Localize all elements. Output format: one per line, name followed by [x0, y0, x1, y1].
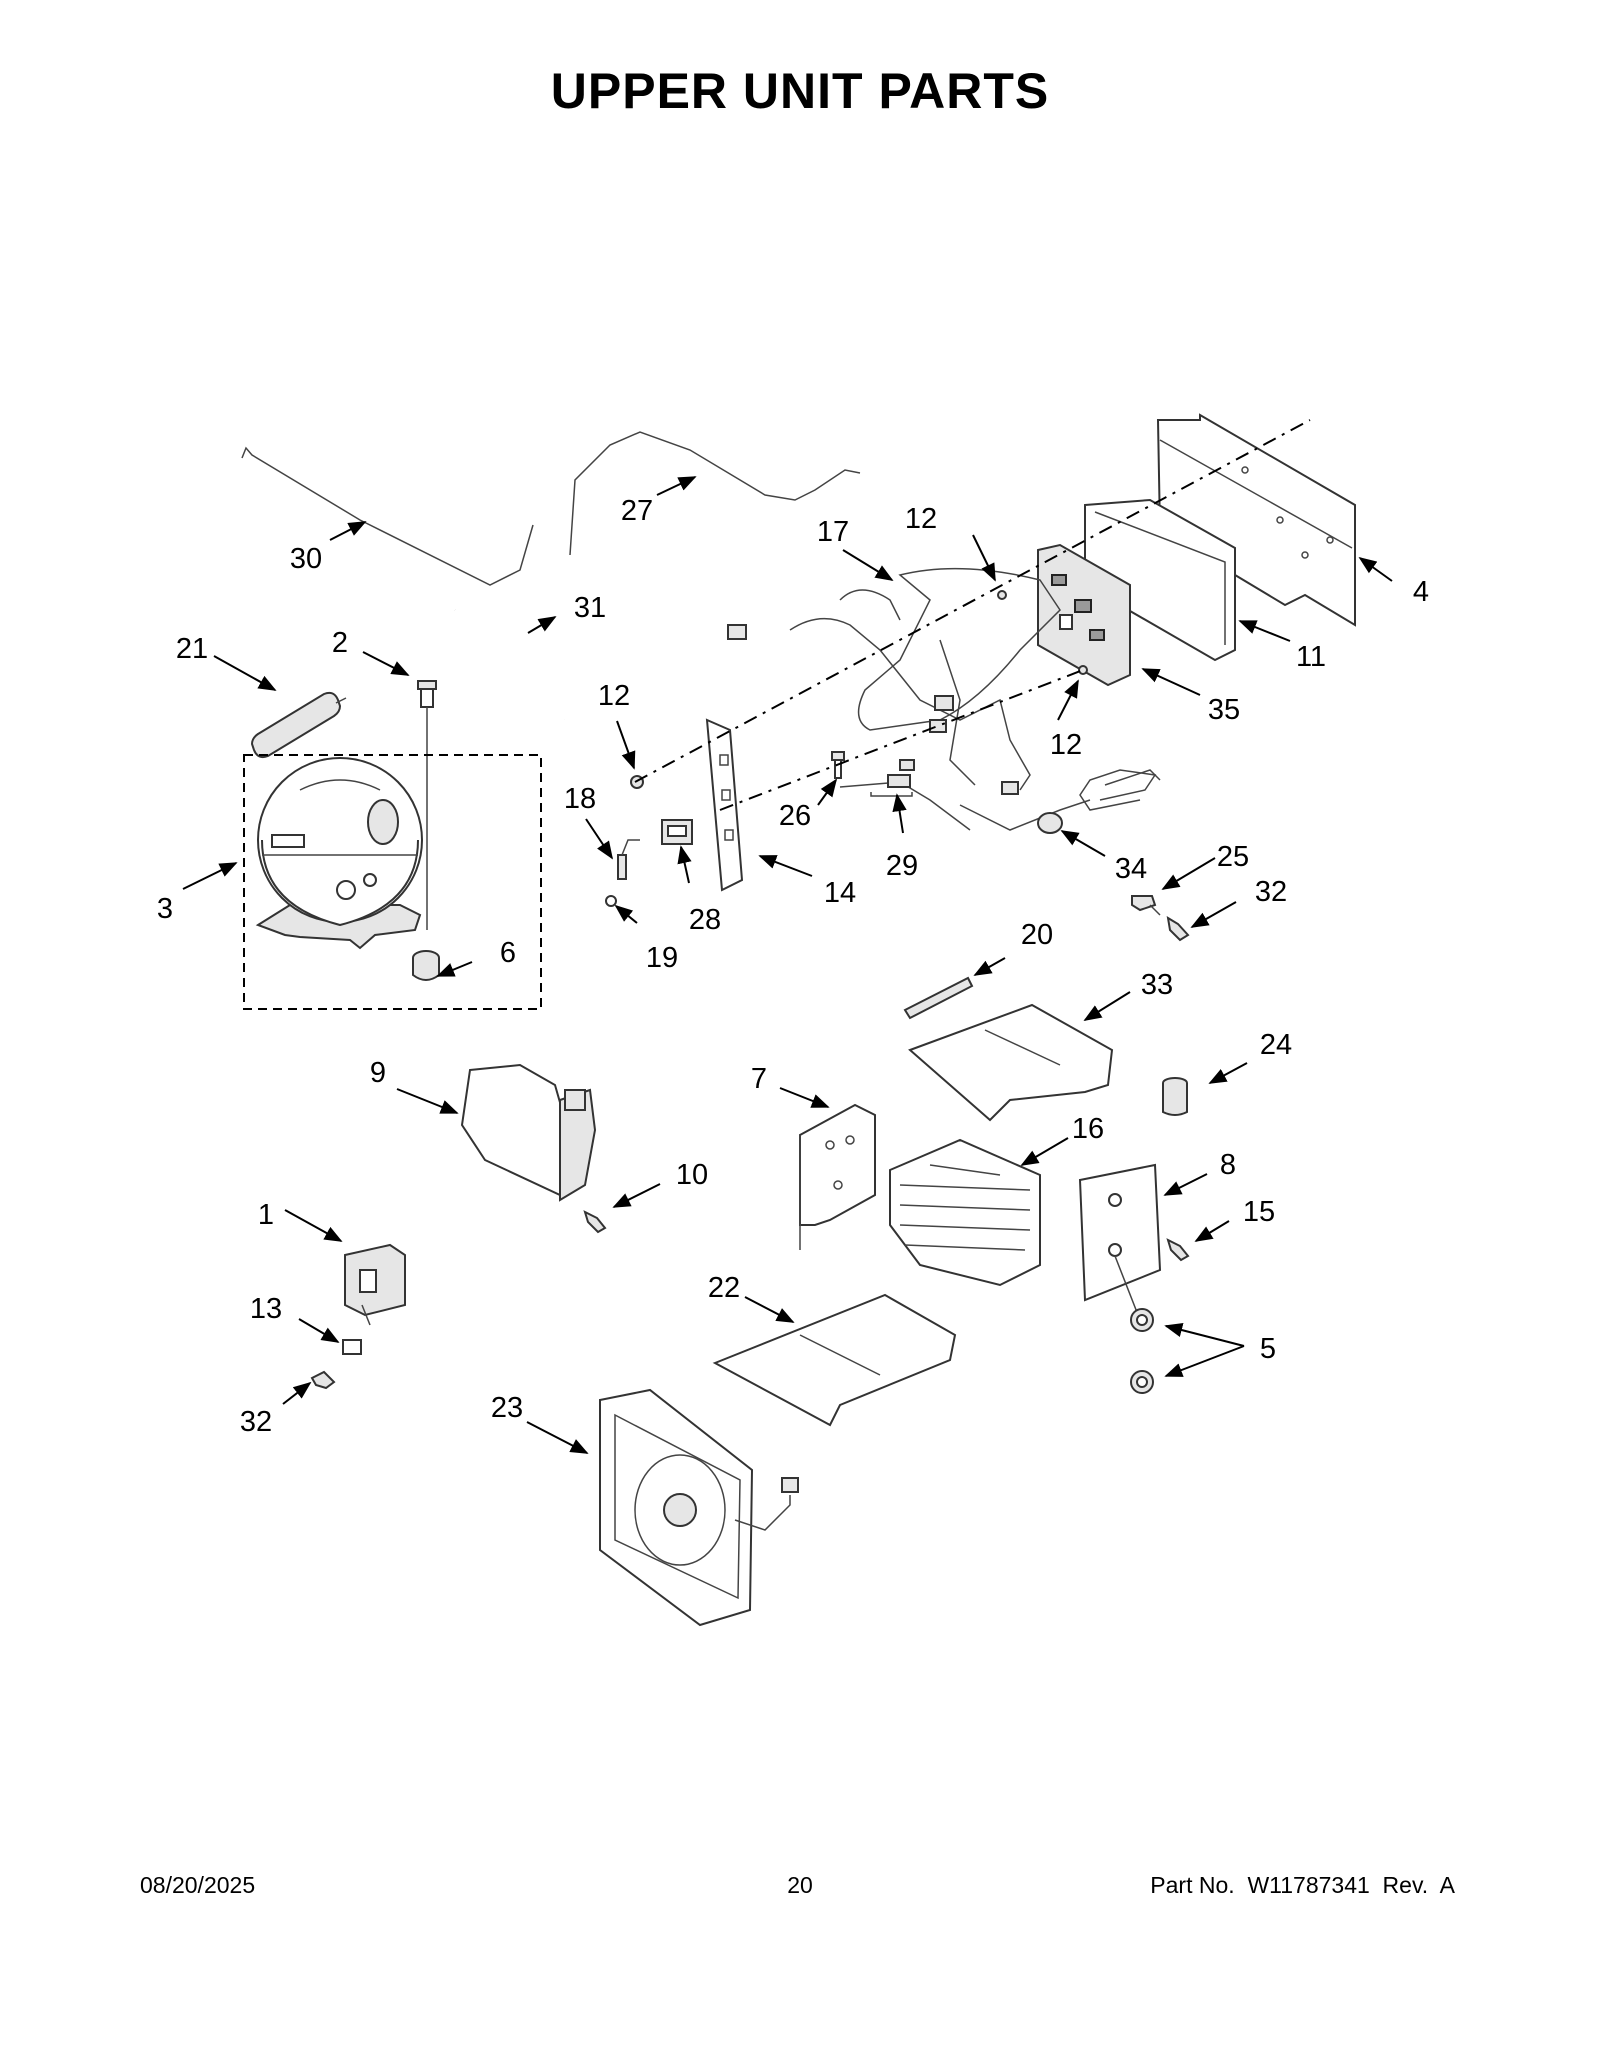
callout-21: 21 — [176, 633, 208, 665]
insulation-tube-part — [453, 607, 571, 721]
side-bracket-part — [1078, 1163, 1162, 1302]
sensor-part — [617, 839, 640, 880]
evaporator-cover-part — [908, 1003, 1114, 1122]
compressor-group-outline — [243, 754, 542, 1010]
clip-part — [1131, 895, 1161, 916]
thermistor-harness-part — [839, 759, 971, 831]
callout-34: 34 — [1115, 853, 1147, 885]
fan-assembly-part — [599, 1388, 799, 1627]
callout-18: 18 — [564, 783, 596, 815]
cable-tie-part — [903, 976, 974, 1020]
callout-26: 26 — [779, 800, 811, 832]
mount-pin-part — [417, 680, 437, 930]
callout-11: 11 — [1296, 641, 1326, 673]
relay-part — [661, 819, 693, 845]
callout-20: 20 — [1021, 919, 1053, 951]
callout-31: 31 — [574, 592, 606, 624]
callout-32: 32 — [1255, 876, 1287, 908]
footer-date: 08/20/2025 — [140, 1872, 256, 1898]
wire-harness-part — [727, 567, 1091, 831]
condenser-shroud-part — [460, 1063, 597, 1202]
relay-screw-part — [310, 1370, 336, 1390]
callout-16: 16 — [1072, 1113, 1104, 1145]
callout-12: 12 — [598, 680, 630, 712]
spacer-part — [1162, 1077, 1188, 1116]
callout-32: 32 — [240, 1406, 272, 1438]
callout-5: 5 — [1260, 1333, 1276, 1365]
callout-2: 2 — [332, 627, 348, 659]
screw-part — [630, 590, 1088, 789]
callout-1: 1 — [258, 1199, 274, 1231]
callout-33: 33 — [1141, 969, 1173, 1001]
callout-9: 9 — [370, 1057, 386, 1089]
callout-4: 4 — [1413, 576, 1429, 608]
footer-page-number: 20 — [787, 1872, 813, 1898]
assembly-centerline — [634, 419, 1311, 783]
drain-heater-part — [1037, 769, 1161, 834]
clip-screw-part — [831, 751, 845, 779]
suction-tube-part — [569, 431, 861, 556]
callout-29: 29 — [886, 850, 918, 882]
page-title: UPPER UNIT PARTS — [550, 63, 1050, 119]
callout-23: 23 — [491, 1392, 523, 1424]
grommet-washer-part — [1114, 1255, 1154, 1394]
callout-25: 25 — [1217, 841, 1249, 873]
discharge-tube-part — [241, 446, 534, 586]
callout-3: 3 — [157, 893, 173, 925]
callout-12: 12 — [905, 503, 937, 535]
bracket-screw-part — [1166, 1238, 1190, 1262]
assembly-centerline — [719, 669, 1084, 811]
compressor-part — [255, 757, 423, 950]
mounting-bracket-part — [799, 1103, 876, 1250]
callout-24: 24 — [1260, 1029, 1292, 1061]
callout-6: 6 — [500, 937, 516, 969]
shroud-screw-part — [583, 1210, 607, 1234]
callout-10: 10 — [676, 1159, 708, 1191]
callout-12: 12 — [1050, 729, 1082, 761]
drain-tray-part — [712, 1293, 957, 1427]
callout-19: 19 — [646, 942, 678, 974]
callout-14: 14 — [824, 877, 856, 909]
evaporator-part — [889, 1138, 1041, 1287]
footer-part-number: Part No. W11787341 Rev. A — [1150, 1872, 1455, 1898]
bracket-plate-part — [705, 718, 744, 892]
callout-28: 28 — [689, 904, 721, 936]
callout-22: 22 — [708, 1272, 740, 1304]
callout-30: 30 — [290, 543, 322, 575]
callout-7: 7 — [751, 1063, 767, 1095]
leader-lines — [182, 476, 1393, 1454]
callout-17: 17 — [817, 516, 849, 548]
callout-35: 35 — [1208, 694, 1240, 726]
filter-drier-part — [250, 691, 347, 759]
grommet-part — [412, 950, 440, 981]
callout-15: 15 — [1243, 1196, 1275, 1228]
relay-clip-part — [342, 1339, 362, 1355]
callout-27: 27 — [621, 495, 653, 527]
start-relay-part — [344, 1243, 406, 1326]
callout-13: 13 — [250, 1293, 282, 1325]
control-board-part — [1037, 543, 1131, 687]
screw-part — [1166, 916, 1190, 942]
callout-8: 8 — [1220, 1149, 1236, 1181]
small-screw-part — [605, 895, 617, 907]
